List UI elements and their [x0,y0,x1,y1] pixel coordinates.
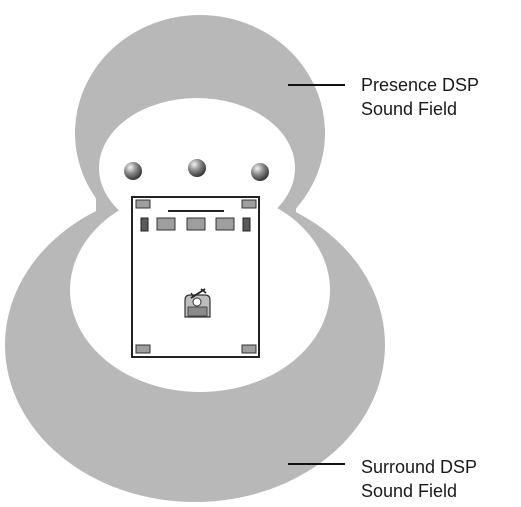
sphere-speaker-icon [188,159,206,177]
listener-icon [184,288,211,318]
front-speaker-3 [215,217,235,231]
sphere-speaker-icon [251,163,269,181]
front-speaker-1 [156,217,176,231]
front-side-speaker-left [140,217,149,232]
front-speaker-2 [186,217,206,231]
front-left-speaker [135,199,151,209]
presence-label-line1: Presence DSP [361,75,480,95]
presence-field-label: Presence DSP Sound Field [361,73,479,121]
rear-left-speaker [135,344,151,354]
sphere-speaker-icon [124,162,142,180]
surround-label-line1: Surround DSP [361,457,478,477]
presence-speakers [124,159,269,181]
rear-right-speaker [241,344,257,354]
listening-room [131,196,260,358]
surround-label-line2: Sound Field [361,481,458,501]
front-side-speaker-right [242,217,251,232]
surround-field-label: Surround DSP Sound Field [361,455,477,503]
front-right-speaker [241,199,257,209]
presence-label-line2: Sound Field [361,99,458,119]
